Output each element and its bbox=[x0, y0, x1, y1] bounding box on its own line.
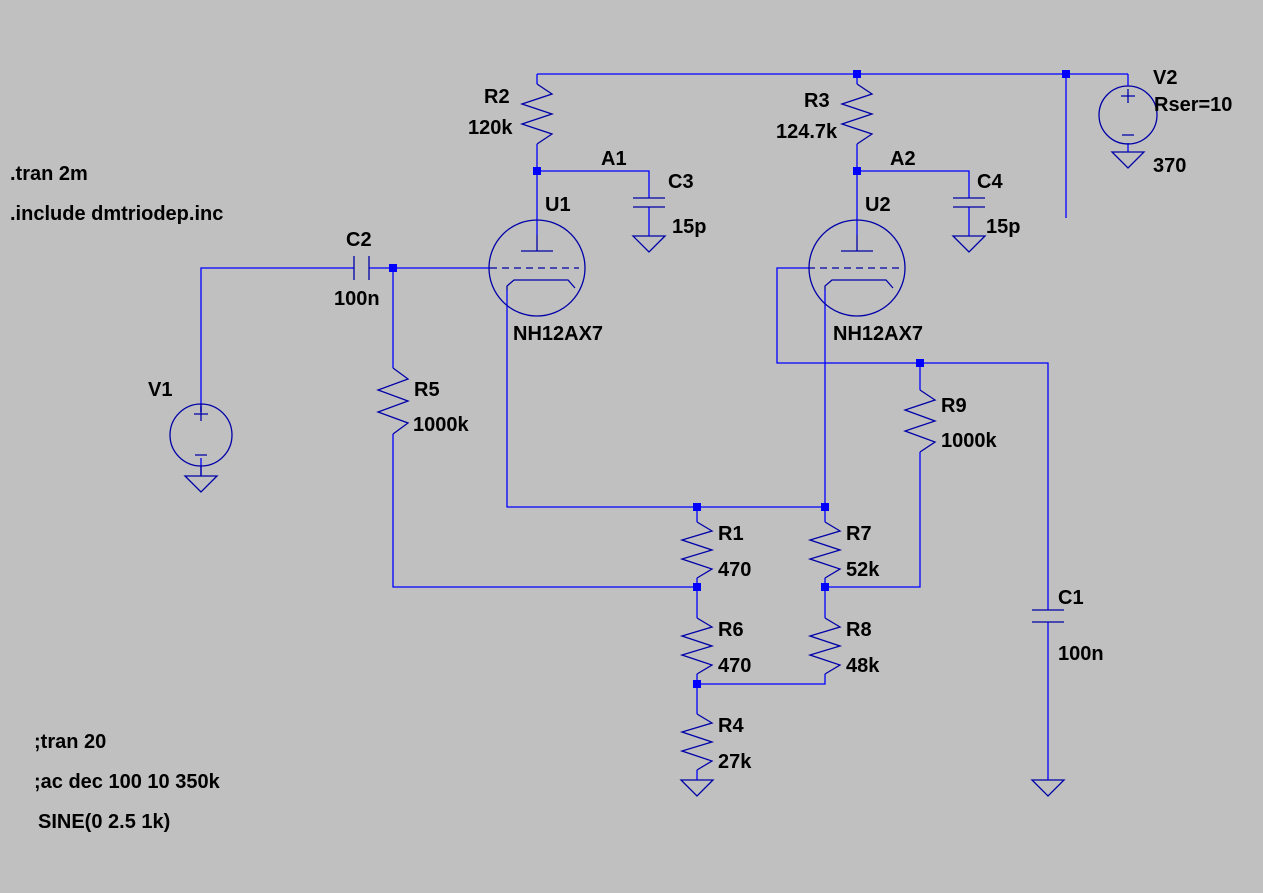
r6-value: 470 bbox=[718, 655, 751, 677]
resistor-r1 bbox=[679, 521, 715, 579]
labels: R2 120k R3 124.7k A1 A2 C3 15p C4 15p U1… bbox=[10, 67, 1232, 833]
resistor-r4 bbox=[679, 713, 715, 771]
c1-name: C1 bbox=[1058, 587, 1084, 609]
voltage-source-v1 bbox=[169, 403, 233, 476]
ground-icon bbox=[1030, 779, 1066, 797]
u2-model: NH12AX7 bbox=[833, 323, 923, 345]
junctions bbox=[389, 70, 1070, 688]
ground-icon bbox=[951, 235, 987, 253]
r9-value: 1000k bbox=[941, 430, 997, 452]
r8-value: 48k bbox=[846, 655, 880, 677]
r3-value: 124.7k bbox=[776, 121, 838, 143]
resistor-r2 bbox=[519, 83, 555, 145]
net-label-a2: A2 bbox=[890, 148, 916, 170]
ground-icon bbox=[679, 779, 715, 797]
resistor-r5 bbox=[376, 367, 410, 435]
ground-icon bbox=[183, 475, 219, 493]
u2-name: U2 bbox=[865, 194, 891, 216]
v1-source-spec: SINE(0 2.5 1k) bbox=[38, 811, 170, 833]
r4-name: R4 bbox=[718, 715, 744, 737]
v2-name: V2 bbox=[1153, 67, 1177, 89]
r7-value: 52k bbox=[846, 559, 880, 581]
capacitor-c2 bbox=[353, 256, 370, 280]
wires bbox=[200, 73, 1129, 780]
ground-icon bbox=[1110, 151, 1146, 169]
voltage-source-v2 bbox=[1098, 85, 1158, 145]
net-label-a1: A1 bbox=[601, 148, 627, 170]
r8-name: R8 bbox=[846, 619, 872, 641]
resistor-r6 bbox=[679, 617, 715, 675]
r2-name: R2 bbox=[484, 86, 510, 108]
u1-name: U1 bbox=[545, 194, 571, 216]
r6-name: R6 bbox=[718, 619, 744, 641]
v2-param: Rser=10 bbox=[1154, 94, 1232, 116]
directive-tran: .tran 2m bbox=[10, 163, 88, 185]
u1-model: NH12AX7 bbox=[513, 323, 603, 345]
v2-value: 370 bbox=[1153, 155, 1186, 177]
r3-name: R3 bbox=[804, 90, 830, 112]
c3-name: C3 bbox=[668, 171, 694, 193]
capacitor-c4 bbox=[953, 197, 985, 208]
comment-ac: ;ac dec 100 10 350k bbox=[34, 771, 221, 793]
components bbox=[169, 83, 1158, 797]
ground-icon bbox=[631, 235, 667, 253]
c4-name: C4 bbox=[977, 171, 1003, 193]
v1-name: V1 bbox=[148, 379, 172, 401]
comment-tran: ;tran 20 bbox=[34, 731, 106, 753]
c1-value: 100n bbox=[1058, 643, 1104, 665]
c2-value: 100n bbox=[334, 288, 380, 310]
triode-u2 bbox=[808, 219, 906, 317]
c3-value: 15p bbox=[672, 216, 706, 238]
r5-name: R5 bbox=[414, 379, 440, 401]
r2-value: 120k bbox=[468, 117, 513, 139]
directive-include: .include dmtriodep.inc bbox=[10, 203, 223, 225]
resistor-r8 bbox=[807, 617, 843, 675]
r7-name: R7 bbox=[846, 523, 872, 545]
r4-value: 27k bbox=[718, 751, 752, 773]
r1-value: 470 bbox=[718, 559, 751, 581]
capacitor-c1 bbox=[1032, 609, 1064, 623]
resistor-r7 bbox=[807, 521, 843, 579]
triode-u1 bbox=[488, 219, 586, 317]
capacitor-c3 bbox=[633, 197, 665, 208]
r5-value: 1000k bbox=[413, 414, 469, 436]
r1-name: R1 bbox=[718, 523, 744, 545]
c2-name: C2 bbox=[346, 229, 372, 251]
resistor-r9 bbox=[903, 389, 937, 453]
resistor-r3 bbox=[839, 83, 875, 145]
r9-name: R9 bbox=[941, 395, 967, 417]
c4-value: 15p bbox=[986, 216, 1020, 238]
